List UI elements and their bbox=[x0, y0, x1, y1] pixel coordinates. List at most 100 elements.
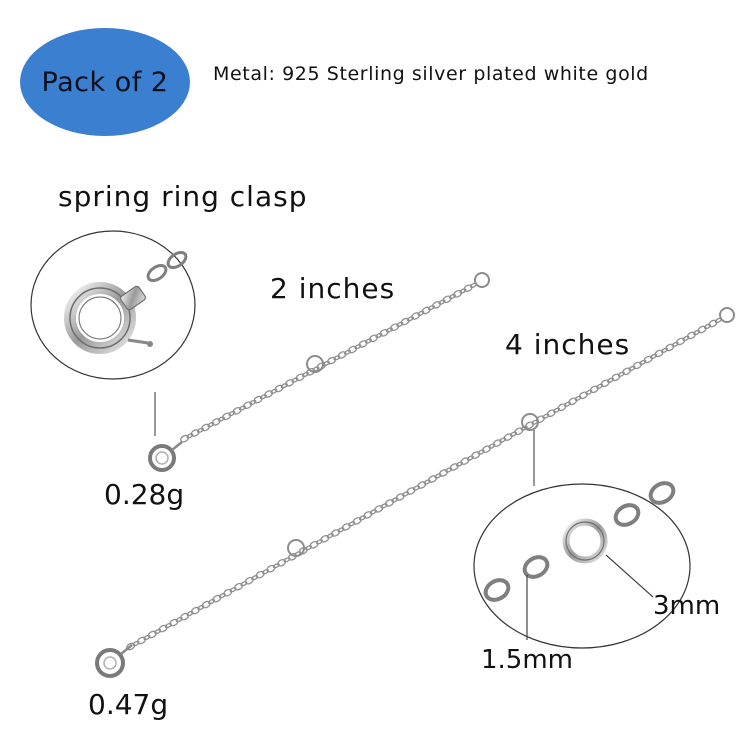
chain-link bbox=[333, 355, 341, 361]
chain-link bbox=[154, 628, 162, 635]
chain-link bbox=[427, 304, 435, 311]
clasp-magnify-icon bbox=[30, 230, 196, 436]
chain-link bbox=[488, 443, 496, 449]
chain-link bbox=[369, 509, 377, 515]
chain-link bbox=[434, 473, 442, 479]
chain-link bbox=[375, 332, 383, 339]
middle-ring bbox=[287, 539, 305, 557]
chain-link bbox=[249, 399, 257, 406]
chain-link bbox=[201, 423, 211, 432]
chain-link bbox=[330, 529, 341, 537]
chain-link bbox=[525, 421, 535, 430]
chain-link bbox=[255, 570, 265, 579]
chain-link bbox=[703, 323, 712, 330]
chain-link bbox=[186, 610, 194, 617]
chain-link bbox=[466, 455, 474, 461]
chain-link bbox=[660, 347, 668, 354]
chain-link bbox=[481, 445, 492, 453]
chain-link bbox=[352, 517, 362, 525]
chain-link bbox=[315, 539, 323, 545]
chain-link bbox=[396, 321, 404, 328]
chain-link bbox=[686, 331, 696, 340]
weight-label-2-inch: 0.28g bbox=[104, 478, 185, 511]
chain-link bbox=[164, 622, 172, 629]
chain-link bbox=[298, 546, 308, 555]
chain-link bbox=[240, 580, 248, 587]
chain-link bbox=[650, 353, 658, 360]
chain-link bbox=[358, 515, 367, 521]
chain-2-inch bbox=[180, 282, 477, 443]
chain-link bbox=[453, 289, 463, 298]
end-ring bbox=[719, 307, 735, 323]
small-link-size-label: 1.5mm bbox=[481, 645, 574, 675]
chain-link bbox=[363, 511, 373, 519]
chain-link bbox=[175, 616, 183, 623]
chain-link bbox=[201, 600, 211, 609]
chain-link bbox=[261, 568, 270, 575]
chain-link bbox=[243, 401, 253, 410]
length-label-4-inch: 4 inches bbox=[505, 328, 631, 361]
chain-link bbox=[190, 429, 200, 437]
chain-link bbox=[136, 636, 147, 645]
length-label-2-inch: 2 inches bbox=[270, 272, 396, 305]
chain-link bbox=[585, 389, 593, 396]
chain-link bbox=[391, 497, 399, 503]
chain-link bbox=[542, 413, 550, 419]
chain-link bbox=[676, 337, 686, 346]
chain-link bbox=[264, 390, 274, 398]
chain-link bbox=[557, 403, 567, 412]
chain-link bbox=[147, 630, 157, 639]
chain-link bbox=[553, 407, 561, 413]
chain-link bbox=[291, 377, 299, 383]
chain-link bbox=[643, 355, 653, 364]
chain-link bbox=[348, 521, 356, 527]
chain-link bbox=[211, 418, 221, 426]
chain-link bbox=[197, 604, 205, 611]
chain-link bbox=[503, 433, 513, 441]
chain-link bbox=[622, 367, 632, 376]
chain-link bbox=[337, 351, 347, 359]
chain-link bbox=[639, 359, 647, 366]
chain-link bbox=[217, 416, 225, 422]
chain-link bbox=[222, 412, 232, 421]
chain-link bbox=[320, 534, 330, 543]
chain-link bbox=[312, 366, 320, 372]
chain-link bbox=[411, 312, 421, 320]
chain-link bbox=[432, 301, 442, 309]
chain-link bbox=[385, 327, 393, 333]
chain-link bbox=[270, 388, 278, 395]
chain-link bbox=[272, 563, 280, 569]
chain-link bbox=[438, 299, 446, 305]
link-magnify-icon bbox=[473, 430, 691, 649]
chain-link bbox=[212, 594, 222, 603]
chain-link bbox=[671, 341, 679, 348]
chain-link bbox=[682, 335, 690, 342]
chain-link bbox=[606, 377, 615, 384]
chain-link bbox=[180, 434, 190, 443]
chain-link bbox=[369, 334, 379, 343]
chain-link bbox=[442, 295, 452, 304]
chain-link bbox=[600, 379, 610, 388]
chain-link bbox=[301, 371, 309, 378]
chain-link bbox=[445, 467, 453, 473]
chain-link bbox=[455, 461, 464, 467]
spring-clasp-small bbox=[95, 644, 133, 678]
chain-link bbox=[343, 349, 351, 356]
chain-link bbox=[384, 499, 395, 507]
chain-link bbox=[208, 598, 216, 605]
chain-link bbox=[379, 328, 389, 337]
chain-link bbox=[417, 481, 427, 489]
chain-link bbox=[477, 449, 485, 455]
chain-link bbox=[207, 421, 215, 428]
chain-link bbox=[348, 345, 358, 354]
chain-link bbox=[402, 491, 410, 497]
chain-link bbox=[238, 405, 246, 411]
chain-link bbox=[412, 485, 420, 491]
chain-link bbox=[326, 533, 334, 539]
chain-link bbox=[143, 634, 151, 641]
chain-link bbox=[574, 395, 582, 402]
chain-link bbox=[180, 612, 190, 621]
chain-link bbox=[697, 325, 707, 334]
chain-link bbox=[223, 588, 233, 597]
